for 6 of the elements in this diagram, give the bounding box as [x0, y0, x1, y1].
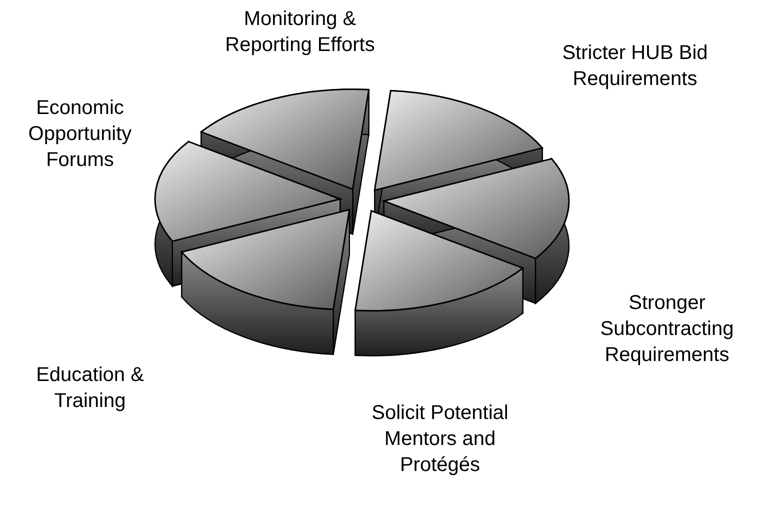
slice-label: Stricter HUB Bid Requirements [561, 41, 709, 92]
slice-label: Education & Training [35, 363, 145, 414]
slice-label: Economic Opportunity Forums [27, 96, 133, 173]
slice-label: Stronger Subcontracting Requirements [599, 291, 735, 368]
slice-label: Monitoring & Reporting Efforts [224, 7, 376, 58]
slice-label: Solicit Potential Mentors and Protégés [370, 401, 510, 478]
